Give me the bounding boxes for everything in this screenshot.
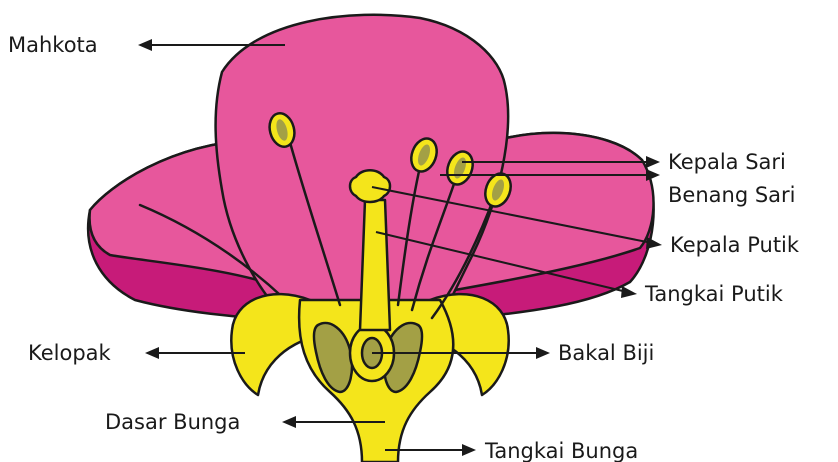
label-dasar-bunga: Dasar Bunga — [105, 410, 240, 434]
pistil-stigma — [350, 170, 390, 202]
pistil-style — [360, 200, 390, 330]
label-tangkai-bunga: Tangkai Bunga — [484, 439, 638, 462]
arrowhead-bakal-biji — [536, 347, 550, 359]
flower-illustration — [88, 15, 653, 462]
label-mahkota: Mahkota — [8, 33, 98, 57]
arrowhead-tangkai-bunga — [462, 444, 476, 456]
label-bakal-biji: Bakal Biji — [558, 341, 654, 365]
arrowhead-kelopak — [145, 347, 159, 359]
label-kepala-sari: Kepala Sari — [668, 150, 786, 174]
arrowhead-mahkota — [138, 39, 152, 51]
label-kelopak: Kelopak — [28, 341, 112, 365]
arrowhead-dasar-bunga — [282, 416, 296, 428]
arrowhead-tangkai-putik — [621, 286, 637, 298]
arrowhead-kepala-putik — [646, 237, 662, 249]
label-kepala-putik: Kepala Putik — [670, 233, 800, 257]
arrowhead-kepala-sari — [646, 156, 660, 168]
label-benang-sari: Benang Sari — [668, 183, 796, 207]
label-tangkai-putik: Tangkai Putik — [644, 282, 784, 306]
arrowhead-benang-sari — [646, 169, 660, 181]
